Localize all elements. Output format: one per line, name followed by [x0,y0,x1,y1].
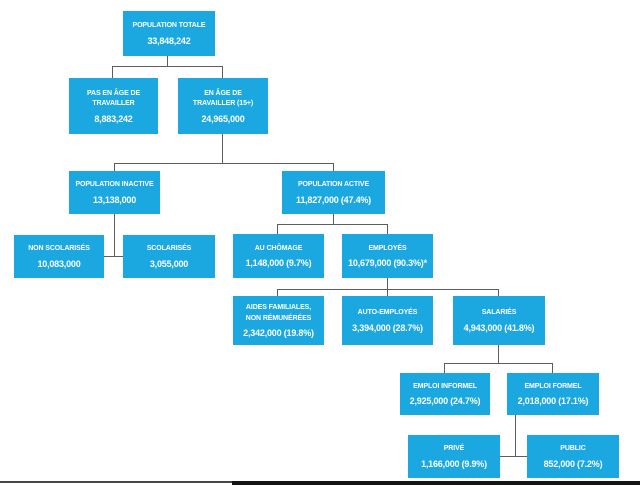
node-label: POPULATION ACTIVE [297,181,370,189]
connector-line [498,345,499,363]
node-value: 11,827,000 (47.4%) [296,194,371,205]
node-value: 3,055,000 [149,258,189,269]
node-value: 2,018,000 (17.1%) [517,396,589,407]
node-label: AUTO-EMPLOYÉS [357,309,418,317]
connector-line [387,289,388,296]
node-value: 2,342,000 (19.8%) [243,328,314,338]
node-salaries: SALARIÉS 4,943,000 (41.8%) [453,296,545,345]
page-edge-rule [0,481,232,483]
node-value: 1,148,000 (9.7%) [245,258,312,269]
node-pas-en-age-de-travailler: PAS EN ÂGE DE TRAVAILLER 8,883,242 [69,78,158,134]
connector-line [112,66,113,78]
node-prive: PRIVÉ 1,166,000 (9.9%) [408,435,500,478]
connector-line [498,289,499,296]
node-label: AU CHÔMAGE [254,244,303,252]
node-employes: EMPLOYÉS 10,679,000 (90.3%)* [342,234,433,278]
node-emploi-formel: EMPLOI FORMEL 2,018,000 (17.1%) [507,373,599,415]
node-value: 10,679,000 (90.3%)* [348,258,427,269]
node-label: PRIVÉ [443,445,465,453]
connector-line [222,66,223,78]
node-auto-employes: AUTO-EMPLOYÉS 3,394,000 (28.7%) [342,296,433,345]
connector-line [114,163,115,171]
node-value: 13,138,000 [92,194,137,205]
node-label: EMPLOI FORMEL [524,382,582,390]
node-aides-familiales: AIDES FAMILIALES, NON RÉMUNÉRÉES 2,342,0… [233,296,324,345]
node-label: AIDES FAMILIALES, NON RÉMUNÉRÉES [245,304,312,322]
node-value: 8,883,242 [94,113,133,124]
node-value: 2,925,000 (24.7%) [409,396,481,407]
connector-line [333,214,334,224]
connector-line [277,289,499,290]
node-label: POPULATION INACTIVE [75,181,154,189]
node-population-inactive: POPULATION INACTIVE 13,138,000 [69,171,160,214]
node-scolarises: SCOLARISÉS 3,055,000 [123,235,215,278]
connector-line [114,214,115,257]
node-label: EN ÂGE DE TRAVAILLER (15+) [192,89,254,108]
connector-line [112,66,223,67]
node-population-active: POPULATION ACTIVE 11,827,000 (47.4%) [282,171,385,214]
connector-line [167,56,168,67]
node-label: SCOLARISÉS [146,245,192,253]
node-label: EMPLOYÉS [368,244,407,252]
node-label: PUBLIC [560,445,586,453]
connector-line [333,163,334,171]
node-value: 33,848,242 [147,35,191,46]
node-value: 10,083,000 [37,258,81,269]
node-non-scolarises: NON SCOLARISÉS 10,083,000 [14,235,104,278]
connector-line [444,363,553,364]
connector-line [277,224,278,234]
connector-line [444,363,445,373]
connector-line [114,163,334,164]
node-value: 24,965,000 [201,113,245,124]
node-label: SALARIÉS [481,309,517,317]
connector-line [277,289,278,296]
node-emploi-informel: EMPLOI INFORMEL 2,925,000 (24.7%) [400,373,490,415]
connector-line [387,278,388,289]
node-label: PAS EN ÂGE DE TRAVAILLER [86,89,141,108]
node-label: EMPLOI INFORMEL [413,382,477,390]
node-label: POPULATION TOTALE [132,22,206,30]
connector-line [277,224,388,225]
node-value: 3,394,000 (28.7%) [352,322,423,333]
connector-line [104,256,123,257]
connector-line [387,224,388,234]
node-population-totale: POPULATION TOTALE 33,848,242 [123,11,215,56]
connector-line [500,456,527,457]
connector-line [515,415,516,457]
node-value: 852,000 (7.2%) [543,458,603,469]
page-edge-rule [232,481,640,485]
node-au-chomage: AU CHÔMAGE 1,148,000 (9.7%) [233,234,324,278]
node-en-age-de-travailler: EN ÂGE DE TRAVAILLER (15+) 24,965,000 [178,78,268,134]
node-label: NON SCOLARISÉS [28,245,90,253]
node-public: PUBLIC 852,000 (7.2%) [527,435,619,478]
connector-line [552,363,553,373]
node-value: 1,166,000 (9.9%) [421,458,487,469]
connector-line [222,134,223,163]
node-value: 4,943,000 (41.8%) [463,322,535,333]
